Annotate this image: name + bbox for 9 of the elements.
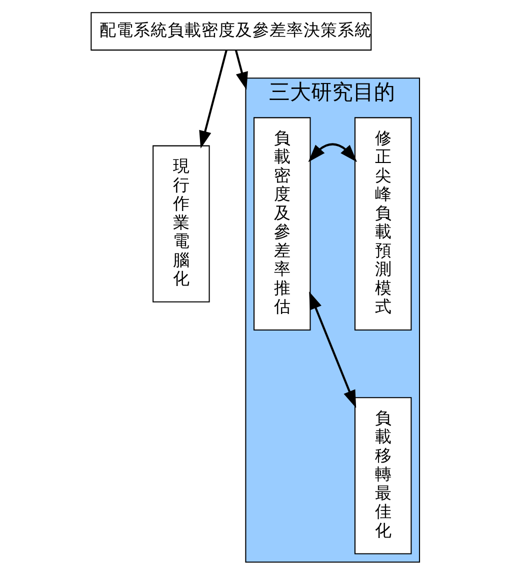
node-box: 配電系統負載密度及參差率決策系統	[90, 12, 372, 51]
node-box: 負載密度及參差率推估	[253, 117, 310, 331]
node-box: 修正尖峰負載預測模式	[354, 117, 412, 331]
arrow	[308, 143, 357, 162]
arrow	[198, 50, 227, 149]
arrow	[308, 292, 356, 408]
node-box: 現行作業電腦化	[152, 145, 210, 302]
node-box: 負載移轉最佳化	[354, 397, 412, 554]
arrow	[234, 50, 248, 90]
